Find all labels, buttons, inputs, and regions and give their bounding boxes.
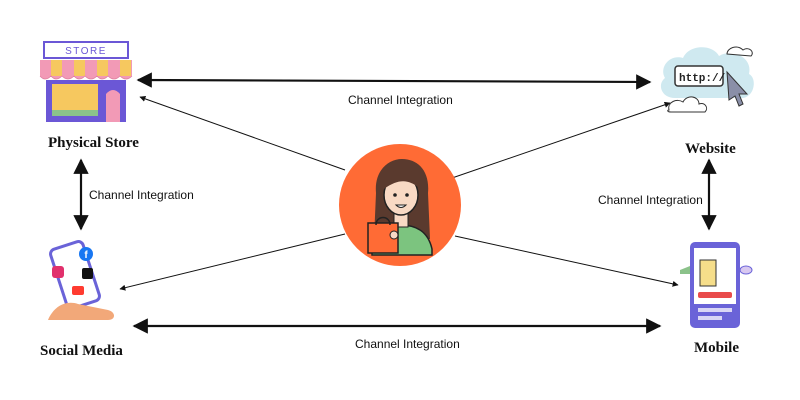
- website-url-text: http://: [679, 73, 726, 85]
- edge-top-arrow: [136, 72, 652, 90]
- edge-label-right: Channel Integration: [598, 193, 703, 207]
- edge-label-left: Channel Integration: [89, 188, 194, 202]
- browser-cloud-cursor-icon: http://: [660, 46, 754, 113]
- node-title-social-media: Social Media: [40, 343, 123, 359]
- edge-label-bottom: Channel Integration: [355, 337, 460, 351]
- mobile-shop-app-icon: [680, 242, 753, 328]
- spoke-website: [451, 101, 671, 179]
- storefront-icon: STORE: [39, 41, 133, 122]
- store-sign-text: STORE: [65, 46, 107, 57]
- edge-label-top: Channel Integration: [348, 93, 453, 107]
- spoke-social: [119, 233, 346, 291]
- customer-with-shopping-bag-icon: [339, 144, 461, 266]
- spoke-mobile: [454, 235, 679, 287]
- node-title-physical-store: Physical Store: [48, 135, 139, 151]
- node-title-website: Website: [685, 141, 736, 157]
- svg-text:f: f: [84, 250, 88, 261]
- spoke-store: [139, 95, 346, 171]
- hand-holding-phone-social-icon: f: [48, 240, 114, 320]
- node-title-mobile: Mobile: [694, 340, 739, 356]
